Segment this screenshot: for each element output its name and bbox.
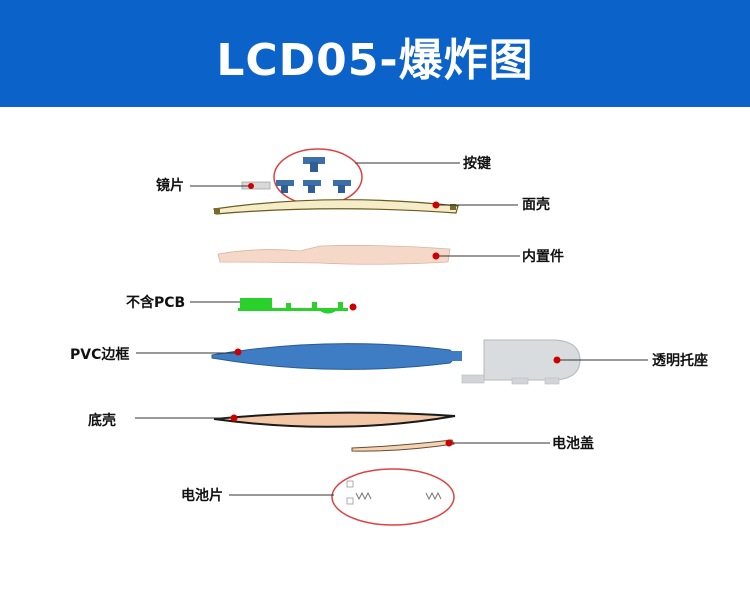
face-shell-clip-right bbox=[450, 204, 456, 210]
label-bottom-shell: 底壳 bbox=[88, 413, 116, 429]
page-title: LCD05-爆炸图 bbox=[216, 34, 534, 86]
battery-clip-highlight-ellipse bbox=[331, 468, 455, 526]
button-top-stem bbox=[310, 162, 318, 172]
button-mid-stem bbox=[308, 185, 315, 193]
pcb-component-1 bbox=[286, 303, 291, 308]
transparent-base-foot-right bbox=[544, 377, 560, 385]
pvc-frame-shape bbox=[211, 343, 455, 370]
inner-part-shape bbox=[217, 245, 451, 265]
pvc-frame-part bbox=[136, 343, 462, 370]
label-transparent-base: 透明托座 bbox=[652, 353, 708, 369]
buttons-part bbox=[273, 148, 460, 206]
battery-clip-part bbox=[229, 468, 455, 526]
title-banner: LCD05-爆炸图 bbox=[0, 0, 750, 107]
label-buttons: 按键 bbox=[463, 156, 491, 172]
battery-cover-leader-dot bbox=[445, 439, 453, 447]
pcb-strip bbox=[238, 308, 348, 311]
face-shell-part bbox=[213, 199, 518, 215]
button-left-stem bbox=[281, 185, 288, 193]
battery-cover-part bbox=[351, 439, 550, 452]
label-lens: 镜片 bbox=[156, 178, 184, 194]
label-pvc-frame: PVC边框 bbox=[70, 347, 130, 363]
bottom-shell-shape bbox=[213, 411, 456, 428]
battery-spring-right bbox=[425, 491, 442, 501]
pcb-component-3 bbox=[338, 302, 343, 308]
bottom-shell-part bbox=[135, 411, 456, 428]
button-right-stem bbox=[338, 185, 345, 193]
pvc-frame-leader-dot bbox=[234, 348, 242, 356]
face-shell-leader-dot bbox=[432, 201, 440, 209]
exploded-view-diagram: 按键 镜片 面壳 内置件 不含PCB PVC边框 透明托座 底壳 电池盖 电池片 bbox=[0, 107, 750, 612]
transparent-base-foot-left bbox=[461, 374, 485, 384]
label-inner-part: 内置件 bbox=[522, 249, 564, 265]
inner-part bbox=[217, 245, 520, 265]
battery-clip-tab-1 bbox=[346, 480, 354, 488]
exploded-view-drawing bbox=[135, 148, 648, 526]
pcb-block bbox=[240, 298, 272, 308]
pcb-curve bbox=[320, 311, 336, 314]
label-battery-clip: 电池片 bbox=[181, 488, 223, 504]
pcb-part bbox=[190, 298, 357, 314]
transparent-base-foot-mid bbox=[511, 377, 529, 385]
pcb-component-2 bbox=[312, 302, 317, 308]
pvc-frame-end bbox=[450, 351, 462, 361]
button-mid bbox=[303, 180, 321, 186]
face-shell-shape bbox=[213, 199, 459, 215]
button-top bbox=[303, 157, 325, 164]
button-right bbox=[333, 180, 351, 186]
pcb-leader-dot bbox=[349, 303, 357, 311]
battery-spring-left bbox=[355, 491, 372, 501]
lens-leader-dot bbox=[248, 183, 254, 189]
label-battery-cover: 电池盖 bbox=[552, 436, 594, 452]
button-left bbox=[276, 180, 294, 186]
face-shell-clip-left bbox=[214, 208, 220, 214]
label-pcb: 不含PCB bbox=[126, 295, 186, 311]
label-face-shell: 面壳 bbox=[522, 197, 550, 213]
transparent-base-part bbox=[461, 339, 648, 385]
lens-part bbox=[190, 181, 271, 190]
battery-clip-tab-2 bbox=[346, 497, 354, 505]
inner-part-leader-dot bbox=[432, 252, 440, 260]
transparent-base-leader-dot bbox=[553, 356, 561, 364]
bottom-shell-leader-dot bbox=[230, 414, 238, 422]
battery-cover-shape bbox=[351, 439, 455, 452]
